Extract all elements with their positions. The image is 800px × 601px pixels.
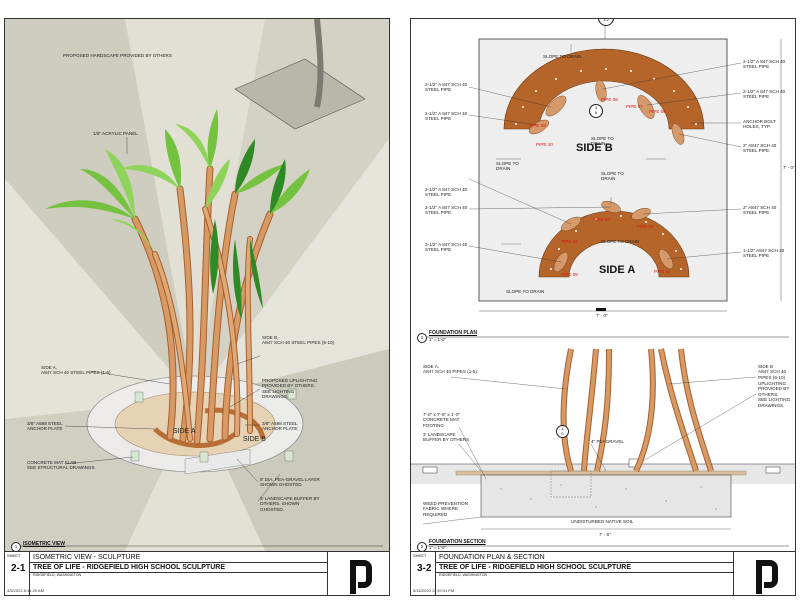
sheet-foundation-plan: 2 3-2 3 5 2-1/2" A 847 SCH 40 STEEL PIPE… (410, 18, 796, 596)
view-number: 1 (11, 542, 21, 551)
foundation-plan-svg (411, 19, 795, 547)
logo-icon (756, 560, 778, 594)
section-detail-top: 4 (561, 426, 564, 431)
pipe-tag-09: PIPE 09 (529, 123, 546, 128)
isometric-sculpture-svg (5, 19, 389, 551)
pipe-tag-06: PIPE 06 (649, 109, 666, 114)
label-side-b-pipes: SIDE B, A847 SCH 40 STEEL PIPES (6-10) (262, 335, 335, 346)
plan-label-l2: 2-1/2" A 847 SCH 40 STEEL PIPE (425, 111, 468, 122)
plan-label-l3: 2-1/2" A 847 SCH 40 STEEL PIPE (425, 187, 468, 198)
plan-dim-bottom: 7' - 0" (596, 313, 608, 318)
label-concrete-slab: CONCRETE MAT SLAB. SEE STRUCTURAL DRAWIN… (27, 460, 95, 471)
print-timestamp: 5/16/2020 11:39:31 PM (413, 588, 455, 593)
title-block: SHEET 2-1 ISOMETRIC VIEW - SCULPTURE TRE… (5, 551, 389, 596)
slope-label-5: SLOPE TO DRAIN (601, 239, 640, 244)
section-label-peagravel: 4" PEAGRAVEL (591, 439, 624, 444)
sheet-number: 3-2 (417, 563, 432, 574)
section-caption: FOUNDATION SECTION (429, 539, 486, 545)
plan-side-a: SIDE A (599, 264, 636, 276)
label-landscape-buffer: 3' LANDSCAPE BUFFER BY OTHERS. SHOWN GHO… (260, 496, 320, 512)
pipe-tag-07: PIPE 07 (626, 104, 643, 109)
pipe-tag-08: PIPE 08 (601, 97, 618, 102)
section-label-soil: UNDISTURBED NATIVE SOIL (571, 519, 634, 524)
sheet-title: ISOMETRIC VIEW - SCULPTURE (33, 554, 141, 561)
pipe-tag-02: PIPE 02 (637, 224, 654, 229)
foundation-drawing: 2 3-2 3 5 2-1/2" A 847 SCH 40 STEEL PIPE… (411, 19, 795, 551)
firm-logo (733, 552, 796, 596)
sheet-number: 2-1 (11, 563, 26, 574)
section-dim: 7' - 6" (599, 532, 611, 537)
plan-view-number: 1 (417, 333, 427, 343)
section-label-footing: 7'-0" x 7'-6" x 1'-0" CONCRETE MAT FOOTI… (423, 412, 461, 428)
plan-label-r2: 2-1/2" A 847 SCH 40 STEEL PIPE (743, 89, 786, 100)
label-side-a-pipes: SIDE A, A847 SCH 40 STEEL PIPES (1-5) (41, 365, 111, 376)
view-caption: ISOMETRIC VIEW (23, 541, 65, 547)
pipe-tag-01: PIPE 01 (654, 269, 671, 274)
slope-label-6: SLOPE TO DRAIN (506, 289, 545, 294)
print-timestamp: 4/5/2022 8:41:29 AM (7, 588, 44, 593)
section-label-side-a: SIDE A, A847 SCH 40 PIPES (1-5) (423, 364, 477, 375)
detail-reference-marker[interactable]: 3 5 (589, 104, 603, 118)
plan-label-l4: 2-1/2" A 847 SCH 40 STEEL PIPE (425, 205, 468, 216)
project-location: RIDGEFIELD, WASHINGTON (439, 573, 488, 577)
section-view-number: 2 (417, 542, 427, 551)
title-block: SHEET 3-2 FOUNDATION PLAN & SECTION TREE… (411, 551, 795, 596)
firm-logo (327, 552, 390, 596)
section-label-buffer: 3' LANDSCAPE BUFFER BY OTHERS (423, 432, 470, 443)
plan-dim-right: 7' - 0" (783, 165, 795, 170)
project-name: TREE OF LIFE - RIDGEFIELD HIGH SCHOOL SC… (33, 564, 225, 571)
plan-label-r6: 1-1/2" A847 SCH 40 STEEL PIPE (743, 248, 785, 259)
project-location: RIDGEFIELD, WASHINGTON (33, 573, 82, 577)
plan-label-r1: 2-1/2" A 847 SCH 40 STEEL PIPE (743, 59, 786, 70)
label-acrylic-panel: 1/8" ACRYLIC PANEL (93, 131, 138, 136)
section-scale: 1" = 1'-0" (429, 545, 446, 550)
label-pea-gravel: 8' DIA. PEA-GRAVEL LAYER SHOWN GHOSTED (260, 477, 320, 488)
label-hardscape: PROPOSED HARDSCAPE PROVIDED BY OTHERS (63, 53, 172, 58)
pipe-tag-05: PIPE 05 (561, 272, 578, 277)
plan-label-r4: 2" A847 SCH 40 STEEL PIPE (743, 143, 777, 154)
label-anchor-plate-right: 3/8" A588 STEEL ANCHOR PLATE (262, 421, 298, 432)
section-ref-bottom: 3-2 (603, 19, 609, 22)
section-label-side-b: SIDE B A847 SCH 40 PIPES (6-10) (758, 364, 787, 380)
sheet-label: SHEET (413, 553, 427, 558)
label-side-b: SIDE B (243, 436, 266, 443)
section-label-weed: WEED PREVENTION FABRIC WHERE REQUIRED (423, 501, 468, 517)
slope-label-1: SLOPE TO DRAIN (543, 54, 582, 59)
sheet-isometric-view: PROPOSED HARDSCAPE PROVIDED BY OTHERS 1/… (4, 18, 390, 596)
slope-label-2: SLOPE TO DRAIN (496, 161, 519, 172)
label-side-a: SIDE A (173, 428, 196, 435)
pipe-tag-10: PIPE 10 (536, 142, 553, 147)
slope-label-3: SLOPE TO DRAIN (591, 136, 614, 147)
logo-icon (350, 560, 372, 594)
plan-label-l5: 3-1/2" A 847 SCH 40 STEEL PIPE (425, 242, 468, 253)
section-detail-marker[interactable]: 4 5 (556, 425, 569, 438)
section-detail-bottom: 5 (561, 431, 564, 436)
sheet-title: FOUNDATION PLAN & SECTION (439, 554, 545, 561)
project-name: TREE OF LIFE - RIDGEFIELD HIGH SCHOOL SC… (439, 564, 631, 571)
pipe-tag-04: PIPE 04 (561, 239, 578, 244)
detail-ref-top: 3 (594, 105, 598, 110)
isometric-drawing: PROPOSED HARDSCAPE PROVIDED BY OTHERS 1/… (5, 19, 389, 551)
plan-side-b: SIDE B (576, 142, 613, 154)
section-label-uplighting: UPLIGHTING PROVIDED BY OTHERS. SEE LIGHT… (758, 381, 791, 408)
plan-label-l1: 2-1/2" A 847 SCH 40 STEEL PIPE (425, 82, 468, 93)
sheet-label: SHEET (7, 553, 21, 558)
detail-ref-bottom: 5 (594, 110, 598, 115)
label-anchor-plate-left: 3/8" A588 STEEL ANCHOR PLATE (27, 421, 63, 432)
label-uplighting: PROPOSED UPLIGHTING PROVIDED BY OTHERS. … (262, 378, 318, 400)
plan-scale: 1" = 1'-0" (429, 337, 446, 342)
plan-label-r5: 2" A847 SCH 40 STEEL PIPE (743, 205, 777, 216)
plan-label-r3: ANCHOR BOLT HOLES, TYP. (743, 119, 776, 130)
plan-caption: FOUNDATION PLAN (429, 330, 477, 336)
slope-label-4: SLOPE TO DRAIN (601, 171, 624, 182)
pipe-tag-03: PIPE 03 (593, 217, 610, 222)
